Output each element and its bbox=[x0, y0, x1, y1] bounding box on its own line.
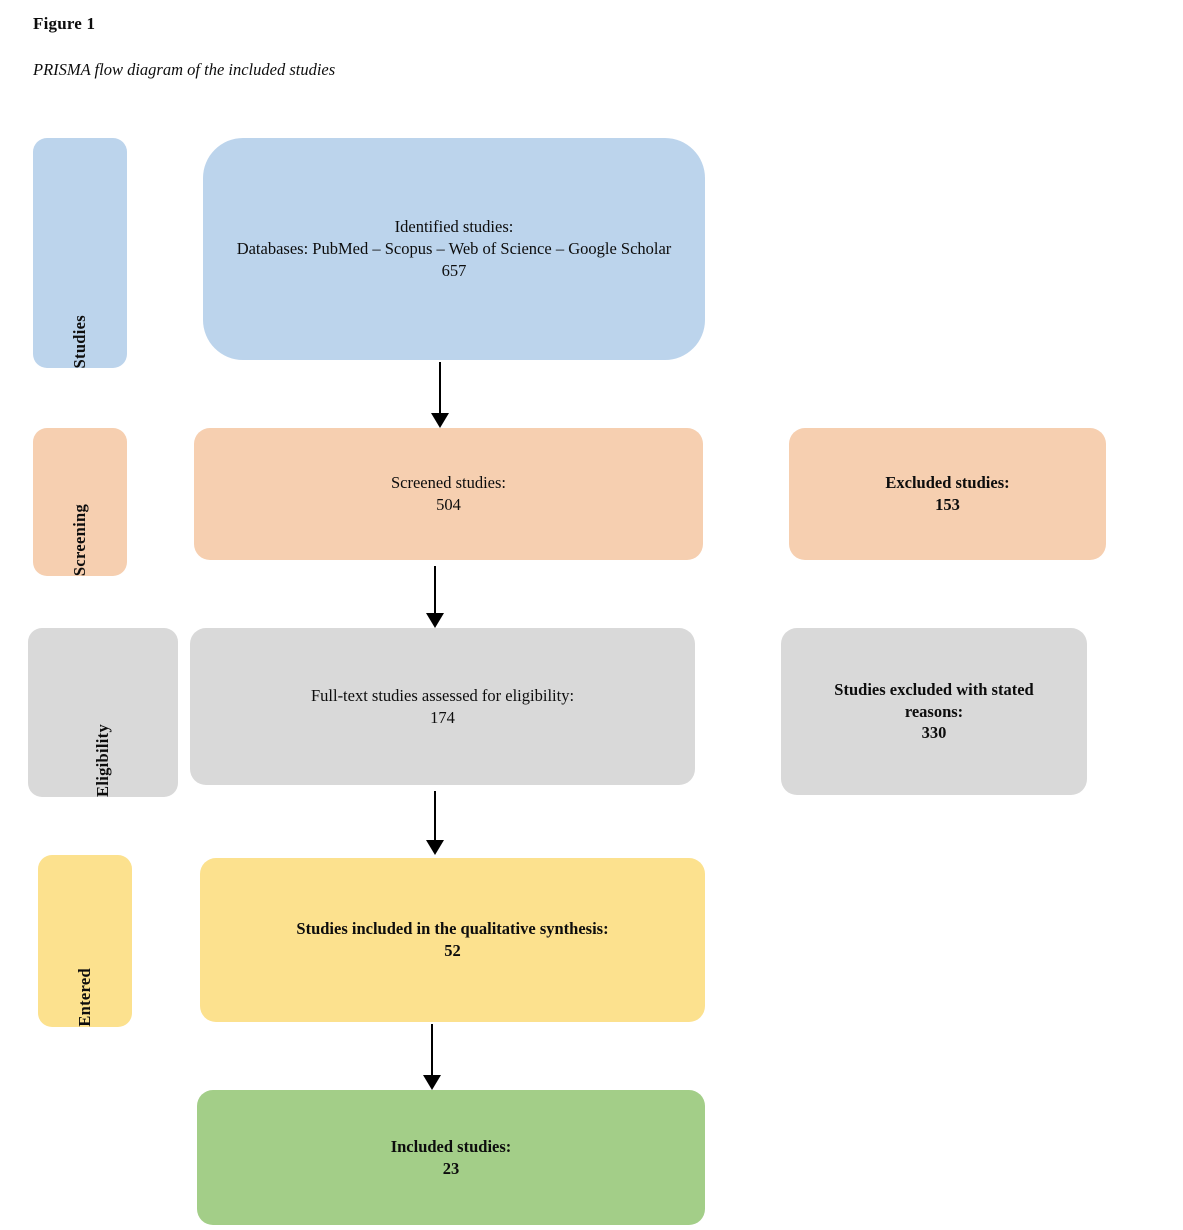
arrow-qualitative-to-included bbox=[419, 1024, 445, 1090]
stage-label-eligibility: Eligibility bbox=[28, 628, 178, 797]
arrow-identified-to-screened bbox=[427, 362, 453, 428]
stage-label-studies: Studies bbox=[33, 138, 127, 368]
arrow-screened-to-fulltext bbox=[422, 566, 448, 628]
stage-label-screening-text: Screening bbox=[70, 503, 89, 576]
node-fulltext-studies: Full-text studies assessed for eligibili… bbox=[190, 628, 695, 785]
node-screened-studies-line1: Screened studies: bbox=[390, 473, 506, 493]
node-identified-studies-line1: Identified studies: bbox=[394, 217, 514, 237]
node-excluded-studies: Excluded studies: 153 bbox=[789, 428, 1106, 560]
node-qualitative-synthesis-count: 52 bbox=[444, 941, 461, 960]
arrow-fulltext-to-qualitative bbox=[422, 791, 448, 855]
node-included-studies-line1: Included studies: bbox=[390, 1136, 512, 1156]
node-excluded-studies-line1: Excluded studies: bbox=[885, 473, 1010, 493]
node-excluded-reasons-count: 330 bbox=[921, 723, 947, 743]
figure-caption: PRISMA flow diagram of the included stud… bbox=[33, 60, 336, 79]
stage-label-eligibility-text: Eligibility bbox=[93, 724, 112, 797]
node-qualitative-synthesis: Studies included in the qualitative synt… bbox=[200, 858, 705, 1022]
node-identified-studies-count: 657 bbox=[441, 260, 467, 280]
node-fulltext-studies-line1: Full-text studies assessed for eligibili… bbox=[310, 685, 575, 705]
node-included-studies: Included studies: 23 bbox=[197, 1090, 705, 1225]
node-excluded-reasons-line1: Studies excluded with stated reasons: bbox=[834, 679, 1034, 721]
node-excluded-studies-count: 153 bbox=[935, 495, 960, 514]
stage-label-entered: Entered bbox=[38, 855, 132, 1027]
node-included-studies-count: 23 bbox=[442, 1158, 460, 1178]
node-identified-studies: Identified studies: Databases: PubMed – … bbox=[203, 138, 705, 360]
stage-label-entered-text: Entered bbox=[75, 968, 94, 1027]
node-screened-studies-count: 504 bbox=[436, 495, 461, 514]
figure-number: Figure 1 bbox=[33, 14, 96, 33]
stage-label-studies-text: Studies bbox=[70, 314, 89, 368]
stage-label-screening: Screening bbox=[33, 428, 127, 576]
node-excluded-reasons: Studies excluded with stated reasons: 33… bbox=[781, 628, 1087, 795]
node-identified-studies-line2: Databases: PubMed – Scopus – Web of Scie… bbox=[236, 239, 672, 259]
node-screened-studies: Screened studies: 504 bbox=[194, 428, 703, 560]
node-fulltext-studies-count: 174 bbox=[430, 707, 455, 727]
node-qualitative-synthesis-line1: Studies included in the qualitative synt… bbox=[296, 919, 609, 939]
